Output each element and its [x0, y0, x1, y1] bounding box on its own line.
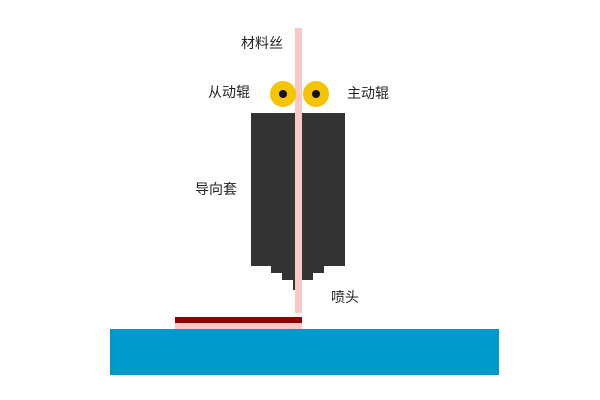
deposited-layer-top	[175, 317, 302, 323]
filament-label: 材料丝	[241, 36, 283, 52]
driven-roller	[270, 81, 296, 107]
drive-roller-axle	[312, 90, 320, 98]
deposited-layer-bottom	[175, 322, 302, 329]
filament	[295, 28, 302, 313]
drive-roller-label: 主动辊	[347, 86, 389, 102]
driven-roller-axle	[279, 90, 287, 98]
build-platform	[110, 329, 499, 375]
drive-roller	[303, 81, 329, 107]
nozzle-label: 喷头	[331, 290, 359, 306]
guide-sleeve-label: 导向套	[195, 182, 237, 198]
driven-roller-label: 从动辊	[208, 85, 250, 101]
